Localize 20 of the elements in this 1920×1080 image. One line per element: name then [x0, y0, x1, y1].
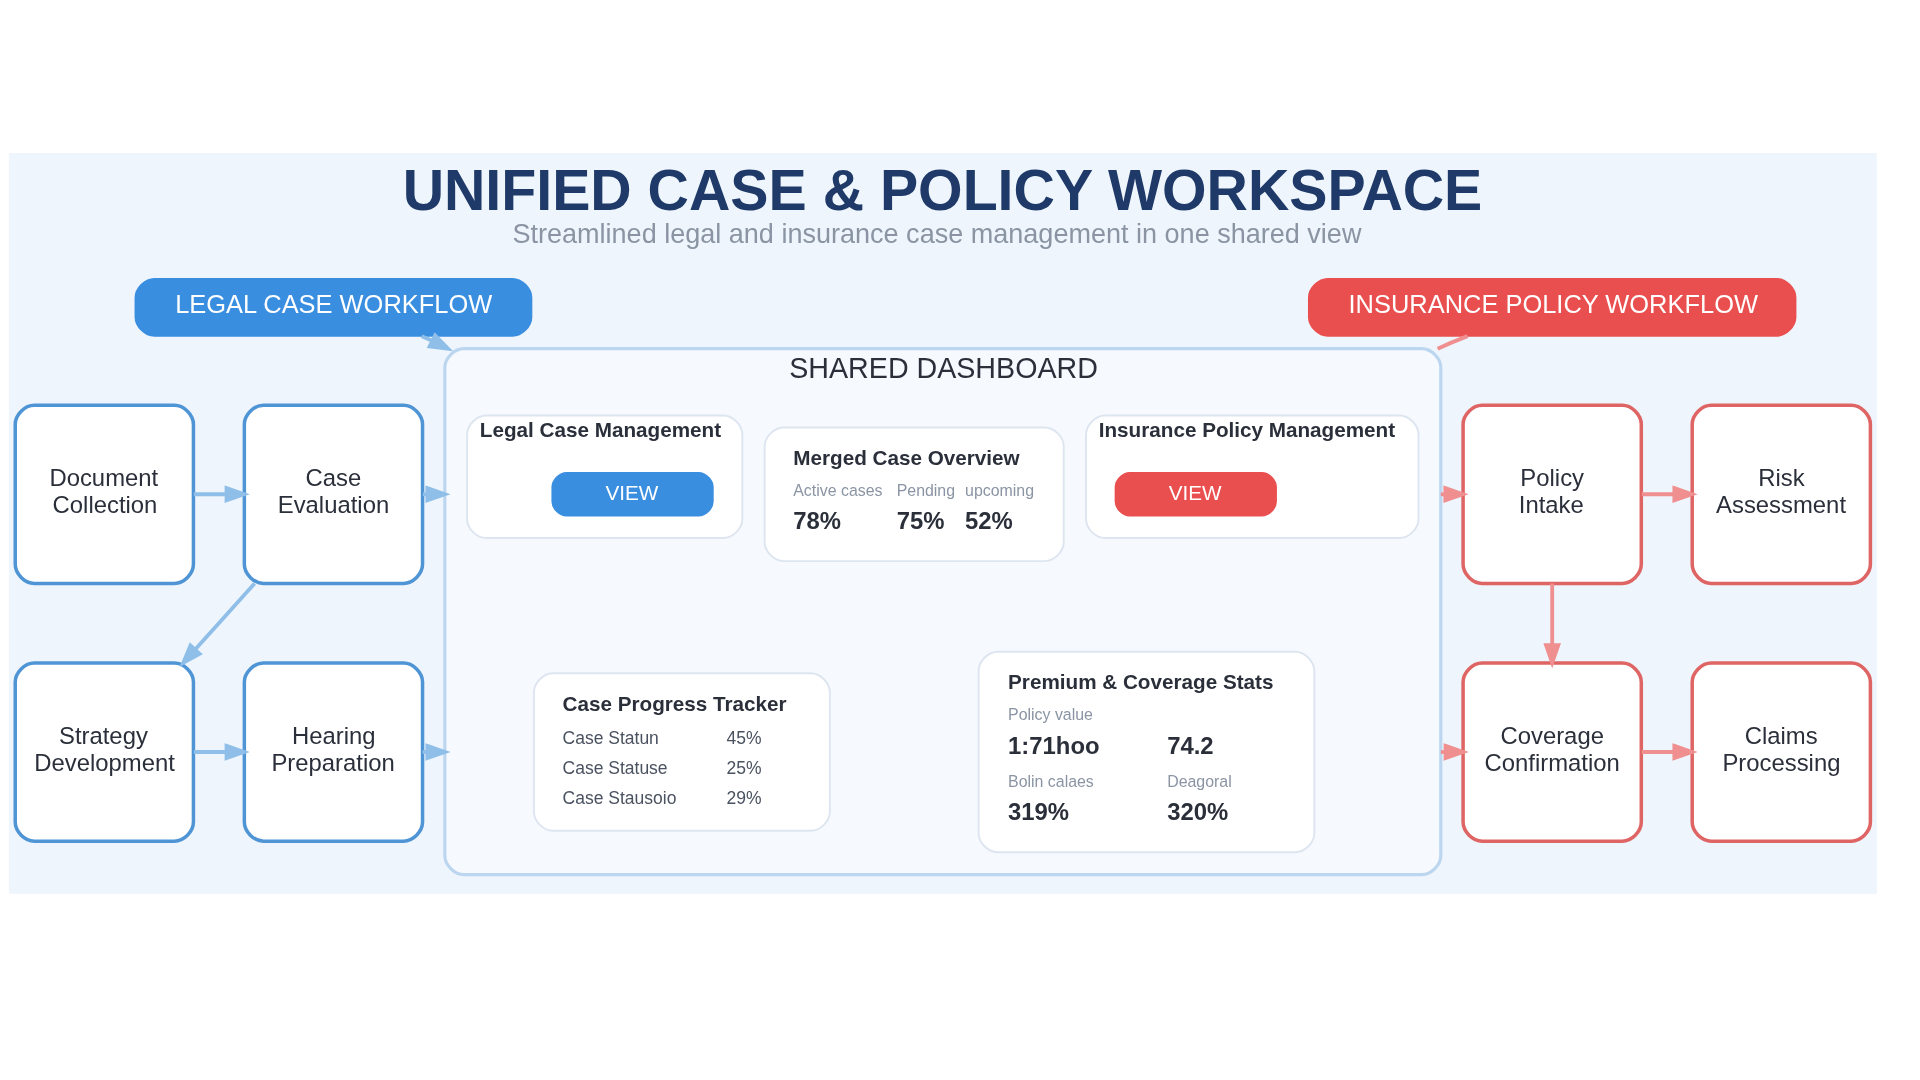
node-box: INSURANCE POLICY WORKFLOW [1307, 277, 1797, 337]
node-box: Claims Processing [1690, 660, 1873, 843]
connector [1436, 333, 1469, 350]
arrow [193, 484, 250, 503]
node-box: VIEW [551, 471, 714, 517]
arrow [193, 742, 250, 761]
arrow [1543, 582, 1561, 668]
node-box: Policy Intake [1461, 402, 1644, 585]
node-box: LEGAL CASE WORKFLOW [134, 277, 533, 337]
arrow [1641, 742, 1698, 761]
node-box: Case Progress Tracker Case Statun 45% Case Statuse 25% Case Stausoio 29% [532, 671, 831, 832]
node-box: Merged Case Overview Active cases Pending upcoming 78% 75% 52% [763, 426, 1065, 562]
node-box: Strategy Development [13, 660, 196, 843]
node-box: VIEW [1114, 471, 1277, 517]
node-box: Document Collection [13, 402, 196, 585]
node-box: Coverage Confirmation [1461, 660, 1644, 843]
arrow [179, 581, 256, 667]
arrow [1641, 484, 1698, 503]
node-box: Risk Assessment [1690, 402, 1873, 585]
node-box: Premium & Coverage Stats Policy value 1:71hoo 74.2 Bolin calaes Deagoral 319% 320% [977, 650, 1316, 853]
